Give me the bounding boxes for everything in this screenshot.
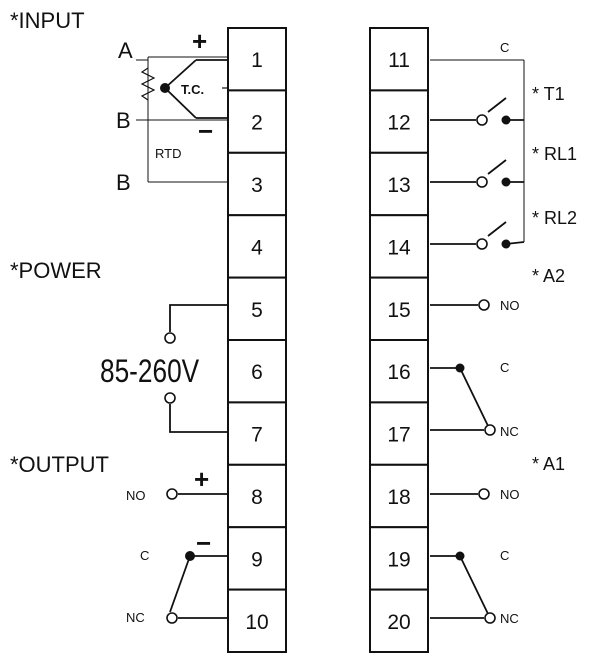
input-label-b-bottom: B xyxy=(116,170,131,195)
left-terminal-number: 1 xyxy=(251,49,263,72)
no18-label: NO xyxy=(500,487,520,502)
right-terminal-cell xyxy=(369,27,429,92)
c19-label: C xyxy=(500,548,509,563)
power-wiring xyxy=(169,304,228,433)
input-label-b-top: B xyxy=(116,108,131,133)
output-common-dot xyxy=(185,551,195,561)
rtd-label: RTD xyxy=(155,146,181,161)
right-terminal-cell xyxy=(369,89,429,154)
rl1-label: * RL1 xyxy=(532,144,577,164)
input-plus-sign: + xyxy=(192,26,207,56)
power-heading: *POWER xyxy=(10,258,102,283)
right-terminal-number: 16 xyxy=(387,361,410,384)
left-terminal-number: 7 xyxy=(251,424,263,447)
left-terminal-number: 10 xyxy=(245,611,268,634)
tc-junction-dot xyxy=(160,83,170,93)
a2-label: * A2 xyxy=(532,266,565,286)
rl2-label: * RL2 xyxy=(532,208,577,228)
output-no-contact xyxy=(166,488,178,500)
tc-label: T.C. xyxy=(181,82,204,97)
output-minus-sign: − xyxy=(196,528,211,558)
right-terminal-cell xyxy=(369,463,429,529)
left-terminal-cell xyxy=(227,214,287,279)
power-voltage-label: 85-260V xyxy=(100,355,200,390)
right-terminal-number: 19 xyxy=(387,548,410,571)
output-heading: *OUTPUT xyxy=(10,452,109,477)
output-plus-sign: + xyxy=(194,464,209,494)
input-label-a: A xyxy=(118,38,133,63)
left-terminal-number: 8 xyxy=(251,486,263,509)
left-terminal-number: 5 xyxy=(251,299,263,322)
left-terminal-number: 2 xyxy=(251,112,263,135)
relay-rl1-open-contact xyxy=(476,176,488,188)
right-terminal-number: 20 xyxy=(387,611,410,634)
left-terminal-block: 1 2 3 4 5 6 7 8 9 10 xyxy=(227,27,287,653)
left-terminal-number: 9 xyxy=(251,548,263,571)
right-terminal-cell xyxy=(369,214,429,279)
relay-t1-open-contact xyxy=(476,114,488,126)
output-nc-contact xyxy=(166,612,178,624)
right-c-top-label: C xyxy=(500,40,509,55)
right-terminal-cell xyxy=(369,588,429,653)
relay-rl1-common-dot xyxy=(501,177,511,187)
left-terminal-number: 3 xyxy=(251,174,263,197)
relay-contacts xyxy=(455,114,511,624)
input-minus-sign: − xyxy=(198,116,213,146)
right-terminal-number: 11 xyxy=(388,49,410,72)
no15-label: NO xyxy=(500,298,520,313)
a1-nc-contact xyxy=(484,612,496,624)
right-terminal-number: 18 xyxy=(387,486,410,509)
output-c-label: C xyxy=(140,548,149,563)
right-terminal-cell xyxy=(369,526,429,591)
output-wiring xyxy=(169,493,228,619)
c16-label: C xyxy=(500,360,509,375)
left-terminal-cell xyxy=(227,339,287,404)
relay-wiring xyxy=(430,59,525,619)
right-terminal-block: 11 12 13 14 15 16 17 18 19 20 xyxy=(369,27,429,653)
power-terminal-top xyxy=(164,332,176,344)
output-nc-label: NC xyxy=(126,610,145,625)
a2-common-dot xyxy=(455,363,465,373)
relay-rl2-common-dot xyxy=(501,239,511,249)
nc17-label: NC xyxy=(500,424,519,439)
left-terminal-number: 4 xyxy=(251,236,263,259)
relay-rl2-open-contact xyxy=(476,238,488,250)
a2-nc-contact xyxy=(484,424,496,436)
input-heading: *INPUT xyxy=(10,8,85,33)
relay-t1-common-dot xyxy=(501,115,511,125)
nc20-label: NC xyxy=(500,611,519,626)
left-terminal-number: 6 xyxy=(251,361,263,384)
left-terminal-cell xyxy=(227,463,287,529)
right-terminal-number: 15 xyxy=(387,299,410,322)
right-terminal-cell xyxy=(369,339,429,404)
right-terminal-number: 17 xyxy=(387,424,410,447)
a1-label: * A1 xyxy=(532,454,565,474)
a1-common-dot xyxy=(455,551,465,561)
output-no-label: NO xyxy=(126,488,146,503)
right-terminal-number: 13 xyxy=(387,174,410,197)
power-terminal-bottom xyxy=(164,392,176,404)
right-terminal-number: 14 xyxy=(387,236,411,259)
right-terminal-cell xyxy=(369,401,429,466)
left-terminal-cell xyxy=(227,588,287,653)
input-wiring xyxy=(136,56,228,183)
right-terminal-number: 12 xyxy=(387,112,410,135)
t1-label: * T1 xyxy=(532,84,565,104)
a2-no-contact xyxy=(478,299,490,311)
a1-no-contact xyxy=(478,488,490,500)
